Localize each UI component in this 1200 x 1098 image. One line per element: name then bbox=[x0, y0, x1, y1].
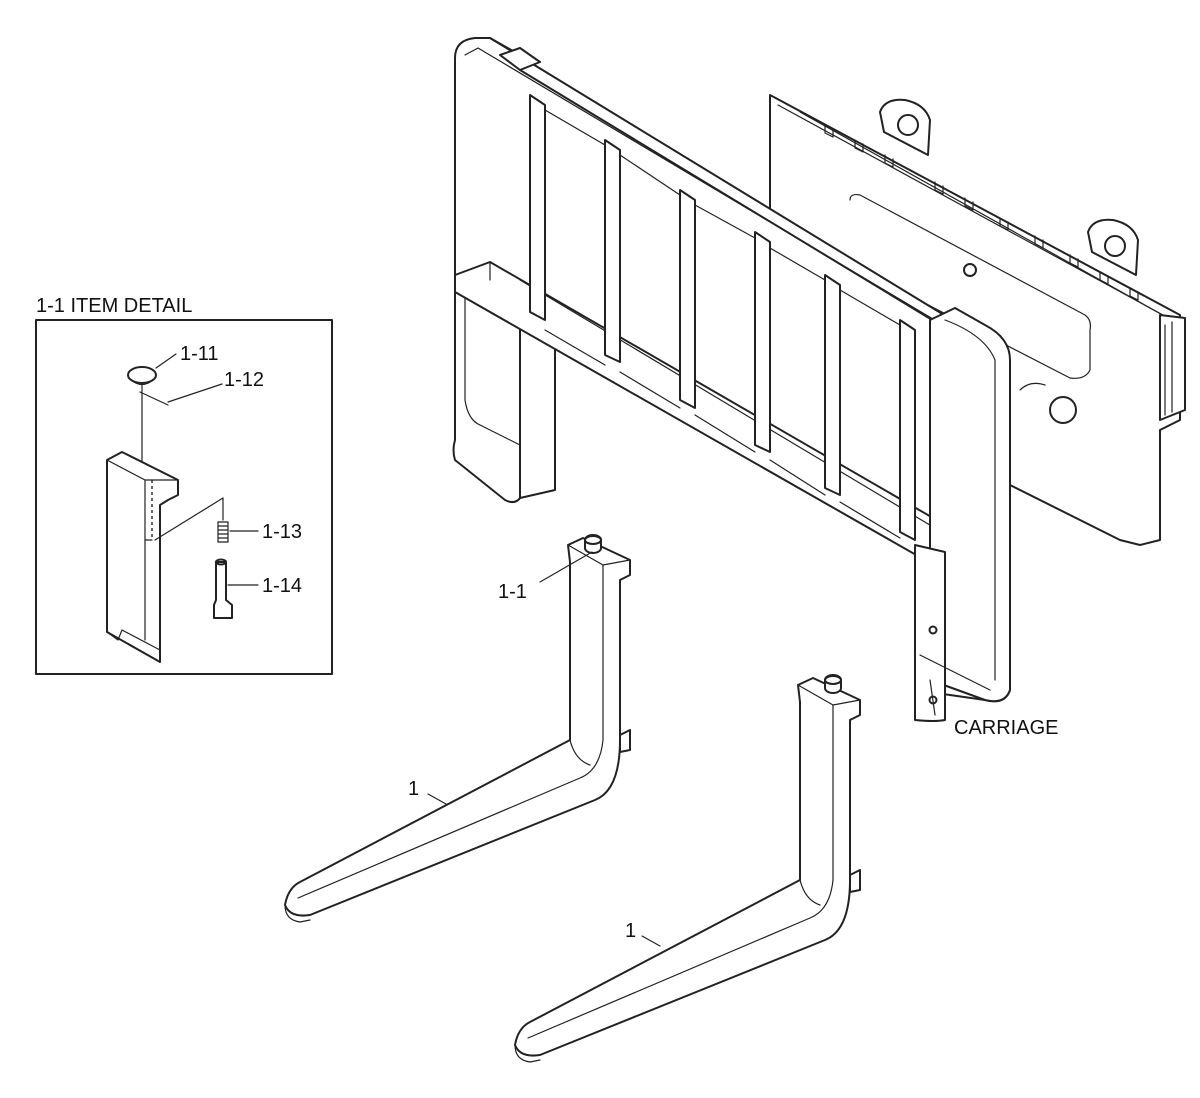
label-1-13: 1-13 bbox=[262, 521, 302, 543]
item-detail-box: 1-1 ITEM DETAIL bbox=[35, 295, 333, 675]
label-1-11: 1-11 bbox=[180, 343, 219, 365]
label-1-12: 1-12 bbox=[224, 369, 264, 391]
callout-leaders bbox=[155, 353, 661, 947]
fork-right bbox=[514, 674, 861, 1063]
fork-left bbox=[284, 534, 631, 923]
label-carriage: CARRIAGE bbox=[954, 717, 1058, 739]
detail-title: 1-1 ITEM DETAIL bbox=[36, 295, 192, 317]
label-fork-left: 1 bbox=[408, 778, 419, 800]
label-fork-right: 1 bbox=[625, 920, 636, 942]
label-1-14: 1-14 bbox=[262, 575, 302, 597]
label-1-1: 1-1 bbox=[498, 581, 527, 603]
carriage-frame bbox=[452, 37, 1011, 722]
